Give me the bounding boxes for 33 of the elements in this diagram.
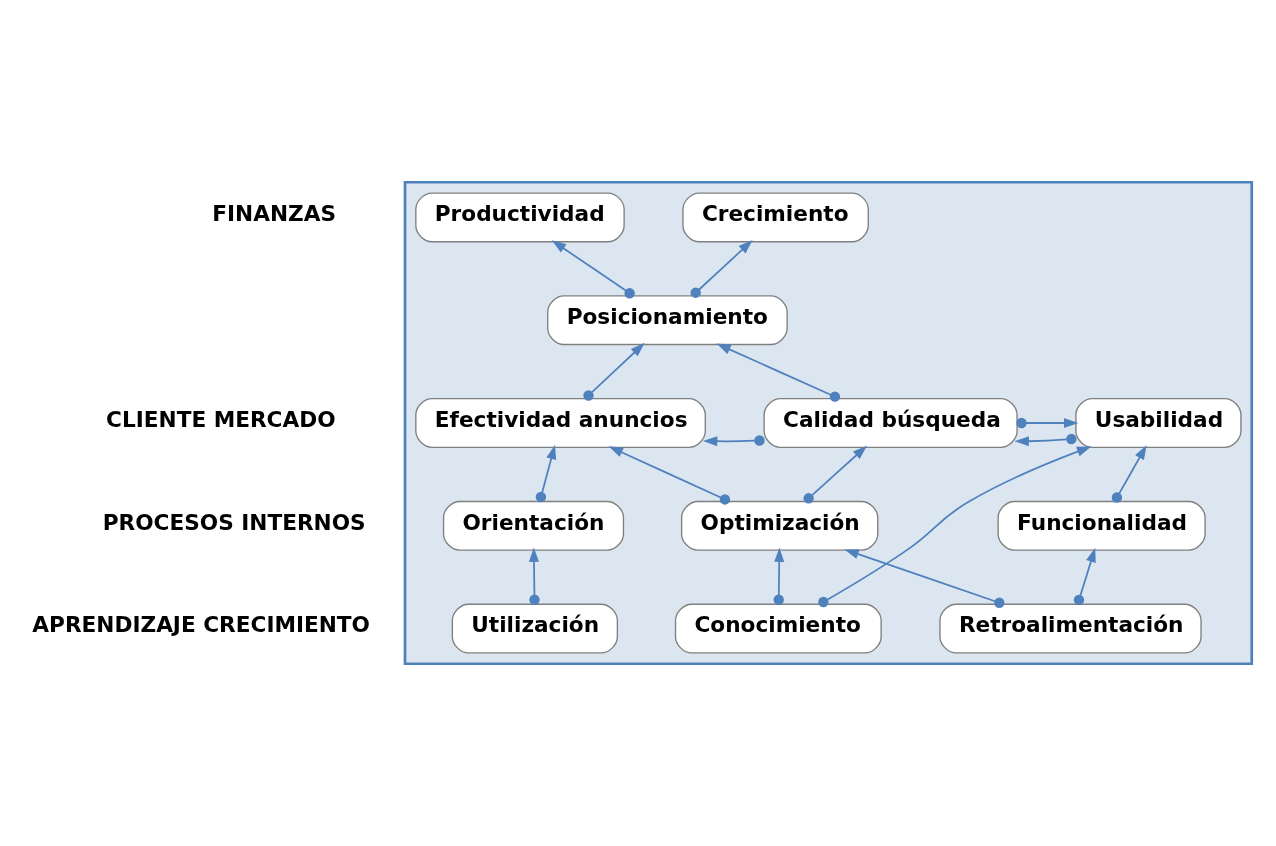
arrow bbox=[1073, 547, 1096, 606]
node-box: Calidad búsqueda bbox=[763, 397, 1018, 449]
arrow bbox=[528, 547, 540, 605]
cluster bbox=[403, 180, 1254, 666]
arrow bbox=[803, 445, 867, 504]
label: PROCESOS INTERNOS bbox=[102, 509, 366, 535]
arrow bbox=[608, 446, 731, 505]
node-box: Crecimiento bbox=[682, 192, 869, 243]
arrow bbox=[702, 435, 765, 447]
label: FINANZAS bbox=[212, 201, 337, 227]
node-box: Productividad bbox=[415, 192, 625, 243]
node-box: Efectividad anuncios bbox=[415, 397, 706, 449]
arrow bbox=[583, 342, 645, 401]
node-box: Posicionamiento bbox=[547, 295, 788, 346]
arrow bbox=[535, 444, 557, 503]
arrow bbox=[844, 549, 1005, 608]
node-box: Orientación bbox=[442, 500, 625, 551]
arrow bbox=[1111, 445, 1147, 503]
arrow bbox=[551, 240, 635, 299]
node-box: Funcionalidad bbox=[997, 500, 1206, 551]
arrow bbox=[773, 547, 785, 605]
node-box: Optimización bbox=[680, 500, 879, 551]
arrow bbox=[818, 446, 1092, 608]
node-box: Conocimiento bbox=[674, 603, 882, 654]
node-box: Retroalimentación bbox=[939, 603, 1202, 654]
node-box: Usabilidad bbox=[1075, 397, 1242, 449]
arrow bbox=[716, 343, 841, 402]
arrow bbox=[690, 240, 753, 298]
arrow bbox=[1014, 433, 1077, 447]
label: CLIENTE MERCADO bbox=[106, 406, 336, 432]
label: APRENDIZAJE CRECIMIENTO bbox=[32, 612, 371, 638]
arrow bbox=[1016, 417, 1079, 429]
node-box: Utilización bbox=[451, 603, 619, 654]
